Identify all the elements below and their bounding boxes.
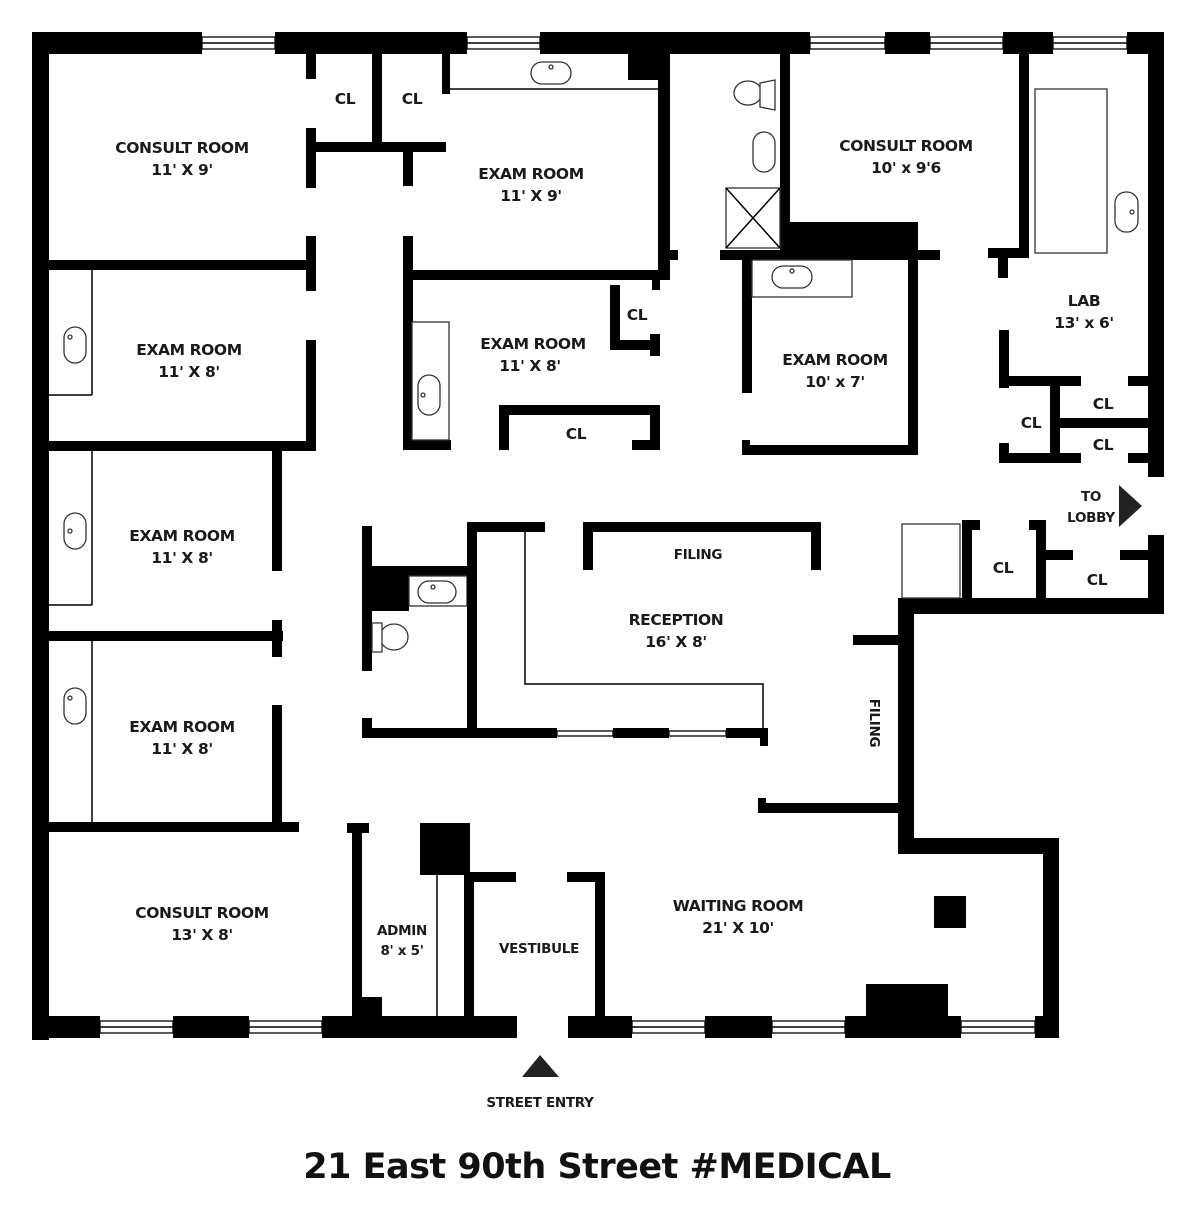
toilet-icon — [733, 79, 776, 111]
room-waiting: WAITING ROOM 21' X 10' — [673, 897, 804, 937]
svg-text:EXAM ROOM: EXAM ROOM — [478, 165, 583, 183]
sink-icon — [63, 326, 87, 364]
svg-text:8' x 5': 8' x 5' — [380, 943, 423, 959]
exterior-walls — [32, 32, 1164, 1040]
room-vestibule: VESTIBULE — [499, 941, 579, 957]
room-exam-top: EXAM ROOM 11' X 9' — [478, 165, 584, 205]
svg-text:VESTIBULE: VESTIBULE — [499, 941, 579, 957]
svg-text:13' X 8': 13' X 8' — [171, 926, 232, 944]
closet-label: CL — [1093, 395, 1114, 413]
room-exam-center: EXAM ROOM 11' X 8' — [480, 335, 586, 375]
sink-icon — [1114, 191, 1139, 233]
svg-text:EXAM ROOM: EXAM ROOM — [129, 718, 234, 736]
closet-label: CL — [627, 306, 648, 324]
svg-text:11' X 8': 11' X 8' — [158, 363, 219, 381]
room-admin: ADMIN 8' x 5' — [377, 923, 427, 959]
sink-icon — [530, 61, 572, 85]
tub-icon — [752, 131, 776, 173]
filing-label: FILING — [674, 547, 723, 563]
room-consult-1: CONSULT ROOM 11' X 9' — [115, 139, 249, 179]
room-consult-2: CONSULT ROOM 10' x 9'6 — [839, 137, 973, 177]
room-exam-left-1: EXAM ROOM 11' X 8' — [136, 341, 242, 381]
svg-text:EXAM ROOM: EXAM ROOM — [782, 351, 887, 369]
svg-text:11' X 8': 11' X 8' — [151, 549, 212, 567]
toilet-icon — [371, 622, 409, 653]
interior-walls — [49, 54, 1148, 1023]
svg-text:EXAM ROOM: EXAM ROOM — [480, 335, 585, 353]
svg-text:21' X 10': 21' X 10' — [702, 919, 774, 937]
svg-text:EXAM ROOM: EXAM ROOM — [136, 341, 241, 359]
closet-label: CL — [335, 90, 356, 108]
svg-text:16' X 8': 16' X 8' — [645, 633, 706, 651]
svg-text:EXAM ROOM: EXAM ROOM — [129, 527, 234, 545]
svg-text:CONSULT ROOM: CONSULT ROOM — [839, 137, 972, 155]
sink-icon — [417, 580, 457, 604]
closet-label: CL — [1021, 414, 1042, 432]
room-lab: LAB 13' x 6' — [1054, 292, 1114, 332]
svg-text:11' X 8': 11' X 8' — [151, 740, 212, 758]
svg-text:LAB: LAB — [1068, 292, 1101, 310]
sink-icon — [63, 512, 87, 550]
room-exam-right: EXAM ROOM 10' x 7' — [782, 351, 888, 391]
page-title: 21 East 90th Street #MEDICAL — [303, 1147, 891, 1187]
svg-text:CONSULT ROOM: CONSULT ROOM — [115, 139, 248, 157]
svg-text:11' X 9': 11' X 9' — [500, 187, 561, 205]
sink-icon — [417, 374, 441, 416]
svg-text:13' x 6': 13' x 6' — [1054, 314, 1113, 332]
room-exam-left-2: EXAM ROOM 11' X 8' — [129, 527, 235, 567]
closet-label: CL — [1087, 571, 1108, 589]
svg-text:11' X 8': 11' X 8' — [499, 357, 560, 375]
svg-text:10' x 9'6: 10' x 9'6 — [871, 159, 941, 177]
room-consult-3: CONSULT ROOM 13' X 8' — [135, 904, 269, 944]
to-lobby-label: LOBBY — [1067, 510, 1115, 526]
room-reception: RECEPTION 16' X 8' — [629, 611, 724, 651]
svg-text:ADMIN: ADMIN — [377, 923, 427, 939]
to-lobby-label: TO — [1081, 489, 1101, 505]
sink-icon — [771, 265, 813, 289]
svg-text:11' X 9': 11' X 9' — [151, 161, 212, 179]
closet-label: CL — [566, 425, 587, 443]
filing-label-vertical: FILING — [866, 699, 882, 748]
closet-label: CL — [402, 90, 423, 108]
room-labels: CONSULT ROOM 11' X 9' EXAM ROOM 11' X 9'… — [115, 90, 1142, 1111]
street-entry-label: STREET ENTRY — [486, 1095, 594, 1111]
room-exam-left-3: EXAM ROOM 11' X 8' — [129, 718, 235, 758]
fixtures — [63, 61, 1139, 725]
svg-text:10' x 7': 10' x 7' — [805, 373, 864, 391]
arrow-right-icon — [1119, 485, 1142, 527]
arrow-up-icon — [522, 1055, 559, 1077]
svg-text:CONSULT ROOM: CONSULT ROOM — [135, 904, 268, 922]
closet-label: CL — [993, 559, 1014, 577]
svg-text:WAITING ROOM: WAITING ROOM — [673, 897, 804, 915]
sink-icon — [63, 687, 87, 725]
svg-text:RECEPTION: RECEPTION — [629, 611, 724, 629]
closet-label: CL — [1093, 436, 1114, 454]
